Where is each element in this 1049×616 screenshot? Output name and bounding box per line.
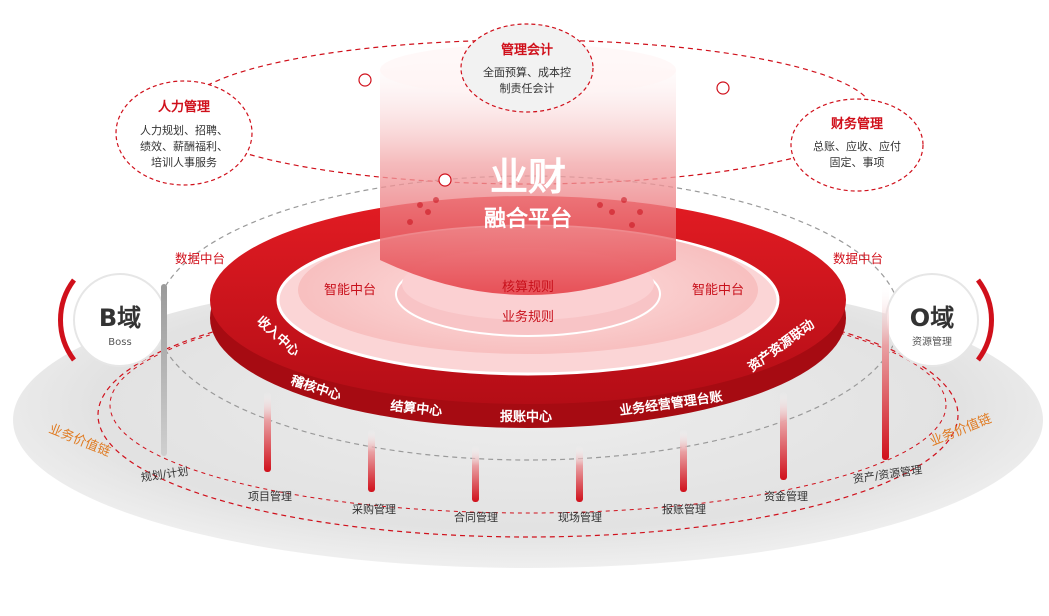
pillar-project	[264, 392, 271, 472]
o-domain-title: O域	[910, 304, 954, 332]
bubble-finance: 财务管理 总账、应收、应付 固定、事项	[790, 98, 924, 192]
finance-title: 财务管理	[831, 116, 883, 132]
b-domain-title: B域	[99, 304, 141, 332]
bubble-management-accounting: 管理会计 全面预算、成本控 制责任会计	[460, 23, 594, 113]
core-title: 业财	[490, 155, 566, 199]
hr-line3: 培训人事服务	[151, 155, 217, 169]
pillar-planning	[161, 284, 167, 456]
management-accounting-title: 管理会计	[501, 42, 553, 58]
ring-dot	[438, 173, 452, 187]
b-domain-arc	[58, 278, 77, 362]
ring-dot	[716, 81, 730, 95]
bubble-hr: 人力管理 人力规划、招聘、 绩效、薪酬福利、 培训人事服务	[115, 80, 253, 186]
ring-dot	[358, 73, 372, 87]
smart-center-left-label: 智能中台	[324, 283, 376, 298]
world-map-graphic	[407, 197, 643, 228]
pillar-label-planning: 规划/计划	[140, 464, 189, 485]
finance-line1: 总账、应收、应付	[813, 139, 901, 153]
finance-line2: 固定、事项	[830, 155, 885, 169]
smart-center-right-label: 智能中台	[692, 283, 744, 298]
hr-line1: 人力规划、招聘、	[140, 123, 228, 137]
pillar-label-site: 现场管理	[558, 510, 602, 524]
pillar-label-reimburse: 报账管理	[662, 502, 706, 516]
pillar-label-contract: 合同管理	[454, 510, 498, 524]
pillar-reimburse	[680, 430, 687, 492]
pillar-label-purchase: 采购管理	[352, 502, 396, 516]
core-cylinder	[380, 55, 676, 295]
o-domain-subtitle: 资源管理	[912, 335, 952, 348]
pillar-contract	[472, 446, 479, 502]
management-accounting-line2: 制责任会计	[500, 82, 555, 95]
b-domain-subtitle: Boss	[108, 337, 131, 348]
core-subtitle: 融合平台	[484, 206, 572, 232]
data-center-right-label: 数据中台	[833, 251, 883, 266]
management-accounting-line1: 全面预算、成本控	[483, 65, 571, 79]
pillar-fund	[780, 392, 787, 480]
pillar-purchase	[368, 430, 375, 492]
settlement-center-label: 结算中心	[390, 398, 443, 419]
o-domain-arc	[975, 278, 994, 362]
pillar-asset	[882, 284, 889, 460]
pillar-group	[161, 284, 889, 502]
value-chain-ring-inner	[109, 296, 947, 514]
data-center-left-label: 数据中台	[175, 251, 225, 266]
pillar-label-project: 项目管理	[248, 489, 292, 503]
value-chain-ring-outer	[97, 292, 959, 538]
pillar-label-fund: 资金管理	[764, 489, 808, 503]
reimburse-center-label: 报账中心	[500, 409, 552, 425]
pillar-site	[576, 446, 583, 502]
hr-title: 人力管理	[158, 99, 210, 115]
hr-line2: 绩效、薪酬福利、	[140, 139, 228, 153]
accounting-rules-label: 核算规则	[502, 280, 554, 295]
business-rules-label: 业务规则	[502, 309, 554, 325]
